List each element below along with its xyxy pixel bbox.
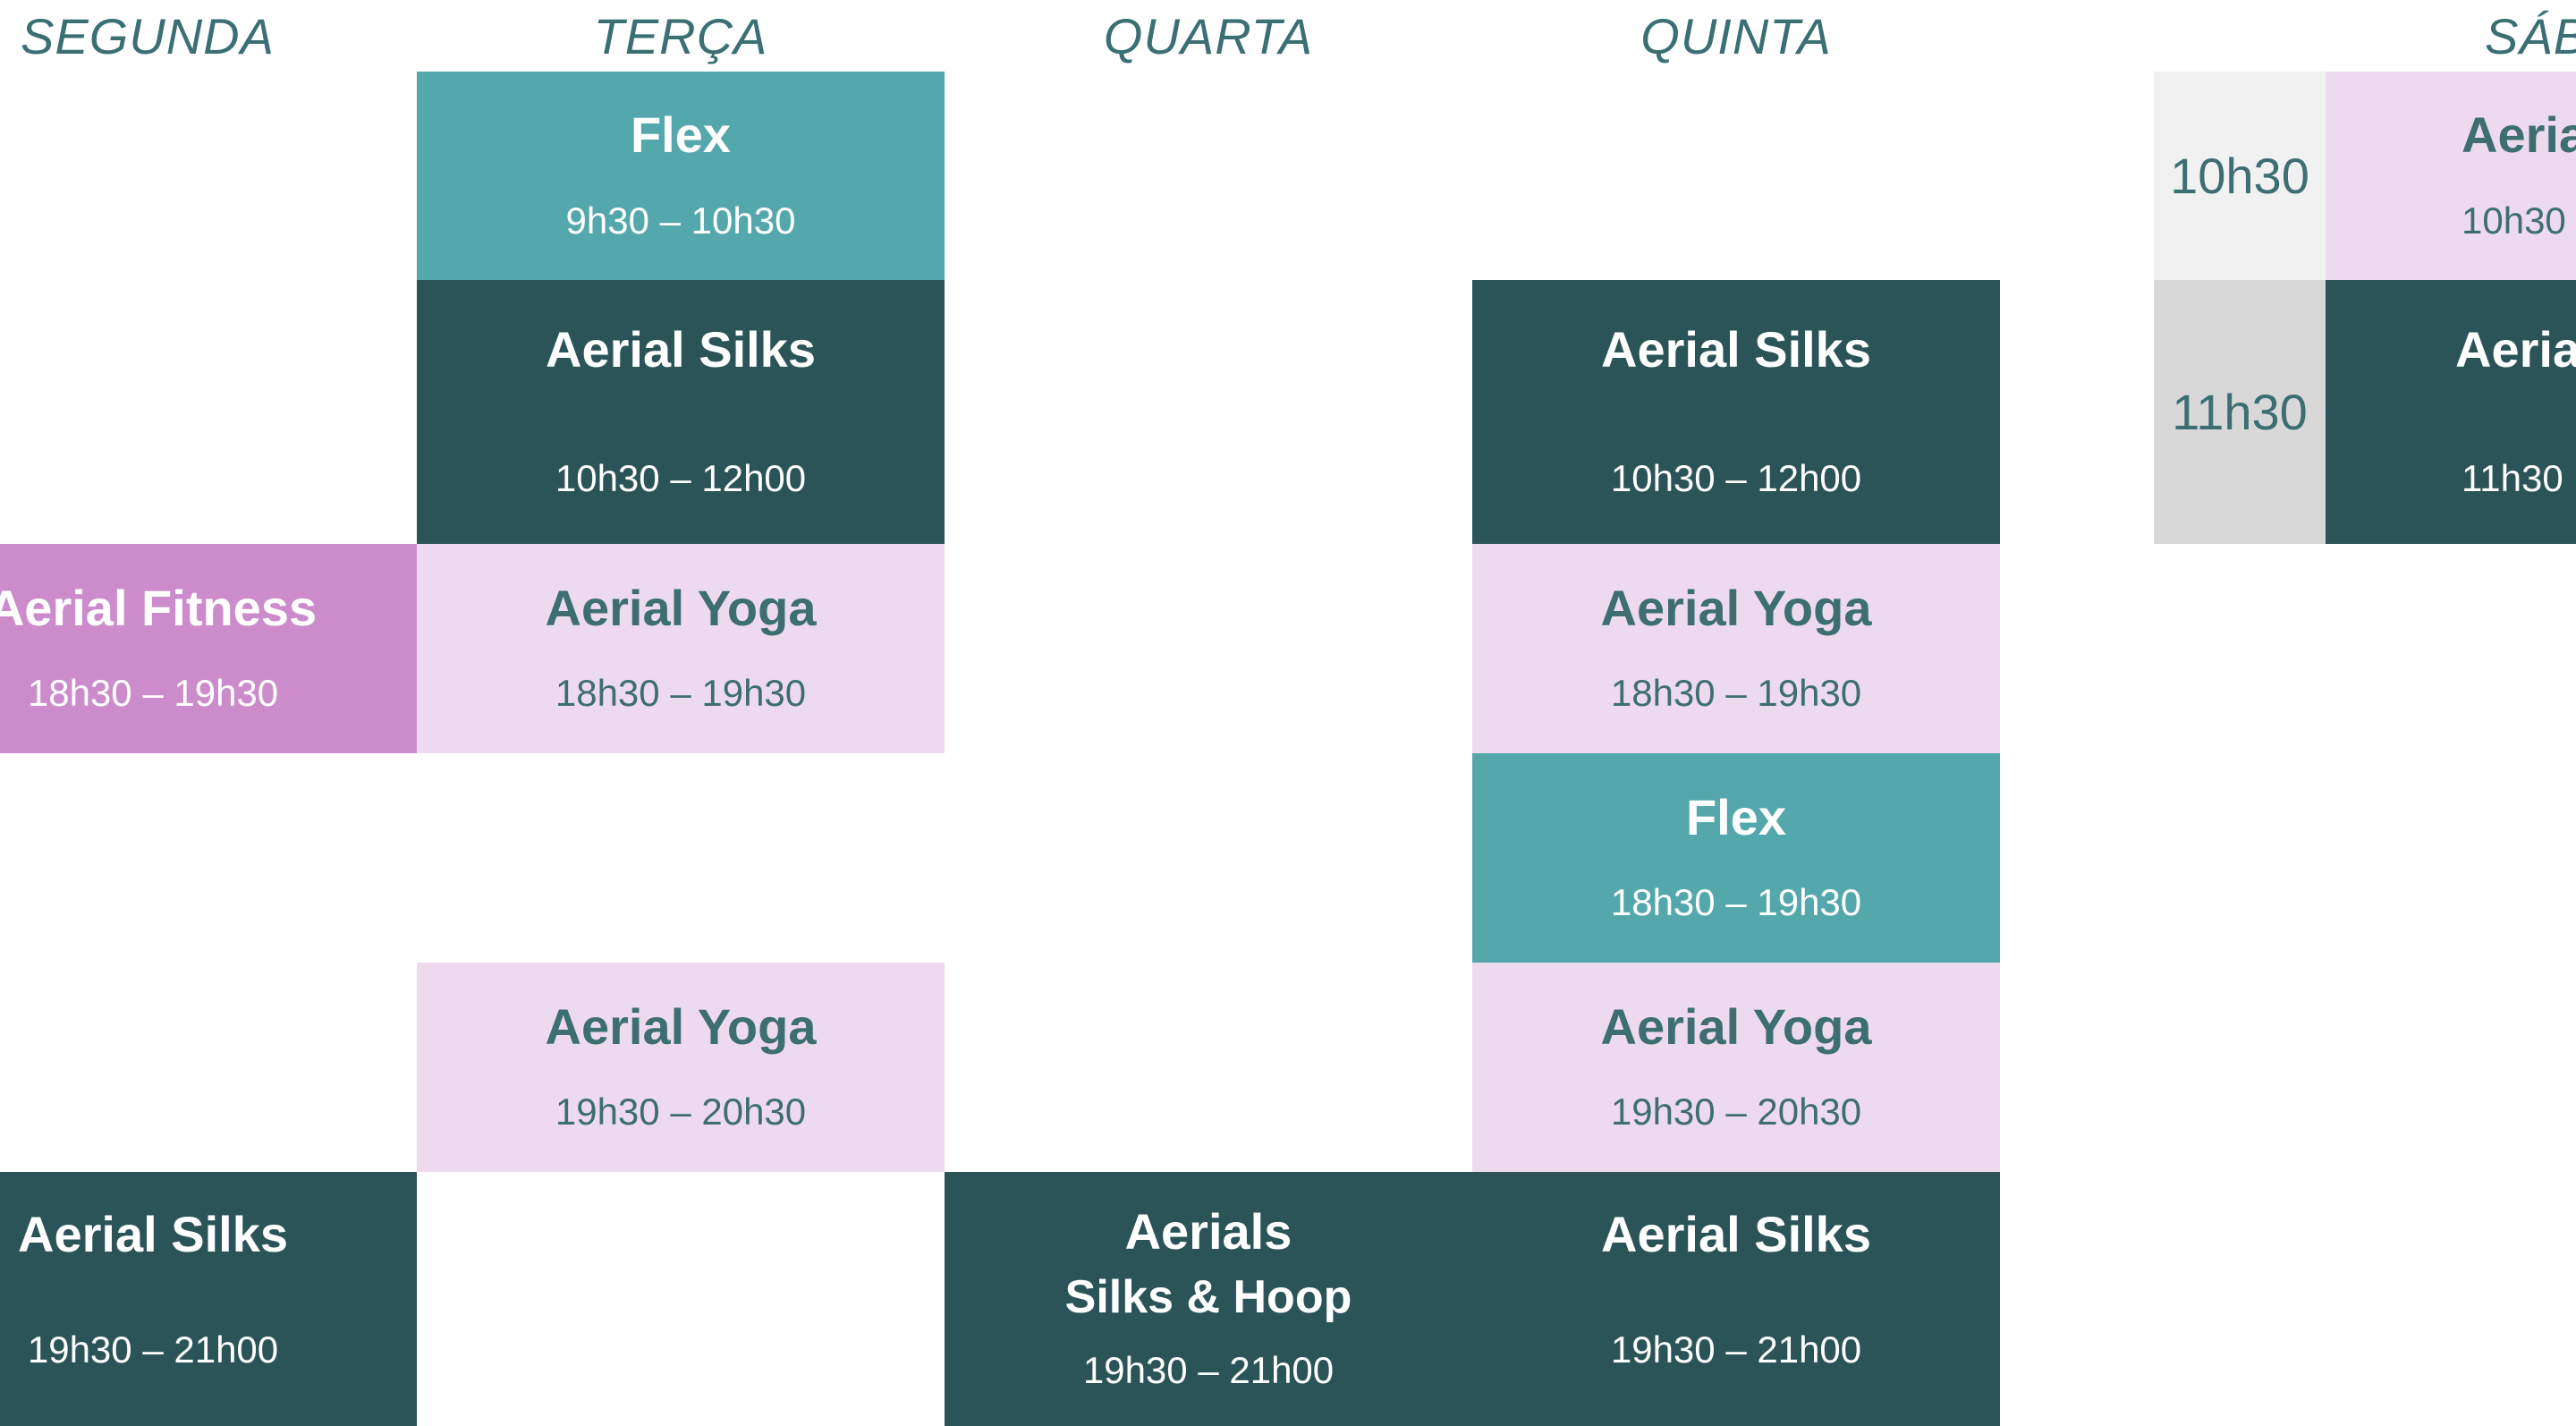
class-time: 19h30 – 20h30 — [555, 1091, 807, 1133]
class-title: Aeria — [2455, 321, 2576, 378]
day-header-quarta: QUARTA — [1103, 7, 1314, 64]
class-block-flex-thursday[interactable]: Flex 18h30 – 19h30 — [1472, 753, 2000, 963]
class-subtitle: Silks & Hoop — [1064, 1271, 1352, 1324]
class-time: 19h30 – 21h00 — [27, 1328, 279, 1371]
time-slot-1030: 10h30 — [2154, 72, 2326, 280]
class-time: 18h30 – 19h30 — [1610, 881, 1862, 924]
class-title: Aerial Silks — [546, 321, 816, 378]
class-time: 19h30 – 20h30 — [1610, 1091, 1862, 1133]
day-header-terca: TERÇA — [593, 7, 768, 64]
class-block-aerial-silks-thursday[interactable]: Aerial Silks 10h30 – 12h00 — [1472, 280, 2000, 544]
class-title: Flex — [1685, 788, 1787, 845]
class-block-aerials-silks-hoop[interactable] — [945, 1172, 2000, 1426]
class-block-aerial-fitness-monday[interactable]: Aerial Fitness 18h30 – 19h30 — [0, 544, 417, 753]
class-time: 18h30 – 19h30 — [1610, 672, 1862, 715]
class-block-aerial-yoga-thursday-1930[interactable]: Aerial Yoga 19h30 – 20h30 — [1472, 963, 2000, 1172]
class-title: Aerials — [1124, 1202, 1292, 1260]
class-title: Flex — [630, 106, 732, 164]
class-time: 19h30 – 21h00 — [1610, 1328, 1862, 1371]
class-time: 10h30 – 12h00 — [555, 456, 807, 499]
class-block-aerial-silks-monday[interactable]: Aerial Silks 19h30 – 21h00 — [0, 1172, 417, 1426]
class-block-aerials-wednesday[interactable]: Aerials Silks & Hoop 19h30 – 21h00 — [945, 1172, 1472, 1426]
class-time: 11h30 — [2462, 456, 2563, 499]
class-title: Aerial Yoga — [545, 997, 817, 1055]
class-time: 19h30 – 21h00 — [1082, 1349, 1335, 1392]
class-title: Aerial Silks — [1601, 1205, 1871, 1262]
class-block-aerial-silks-thursday-evening[interactable]: Aerial Silks 19h30 – 21h00 — [1472, 1172, 2000, 1426]
class-time: 18h30 – 19h30 — [27, 672, 279, 715]
class-block-aerial-silks-tuesday[interactable]: Aerial Silks 10h30 – 12h00 — [417, 280, 945, 544]
class-title: Aerial Silks — [18, 1205, 288, 1262]
class-title: Aerial Yoga — [1600, 997, 1872, 1055]
class-title: Aerial Yoga — [545, 579, 817, 636]
class-block-aerial-saturday-1130[interactable]: Aeria 11h30 — [2326, 280, 2576, 544]
class-title: Aerial Yoga — [1600, 579, 1872, 636]
class-block-aerial-yoga-tuesday-1930[interactable]: Aerial Yoga 19h30 – 20h30 — [417, 963, 945, 1172]
class-title: Aerial Fitness — [0, 579, 318, 636]
class-title: Aerial Silks — [1601, 321, 1871, 378]
day-header-segunda: SEGUNDA — [21, 7, 275, 64]
class-time: 10h30 — [2462, 199, 2566, 242]
day-header-sabado: SÁB — [2485, 7, 2576, 64]
class-title: Aeria — [2462, 106, 2576, 164]
class-block-flex-tuesday[interactable]: Flex 9h30 – 10h30 — [417, 72, 945, 280]
class-block-aerial-yoga-tuesday-1830[interactable]: Aerial Yoga 18h30 – 19h30 — [417, 544, 945, 753]
class-time: 18h30 – 19h30 — [555, 672, 807, 715]
class-time: 9h30 – 10h30 — [565, 199, 796, 242]
class-block-aerial-yoga-thursday-1830[interactable]: Aerial Yoga 18h30 – 19h30 — [1472, 544, 2000, 753]
class-block-aerial-saturday-1030[interactable]: Aeria 10h30 — [2326, 72, 2576, 280]
day-header-quinta: QUINTA — [1640, 7, 1832, 64]
class-time: 10h30 – 12h00 — [1610, 456, 1862, 499]
time-slot-1130: 11h30 — [2154, 280, 2326, 544]
